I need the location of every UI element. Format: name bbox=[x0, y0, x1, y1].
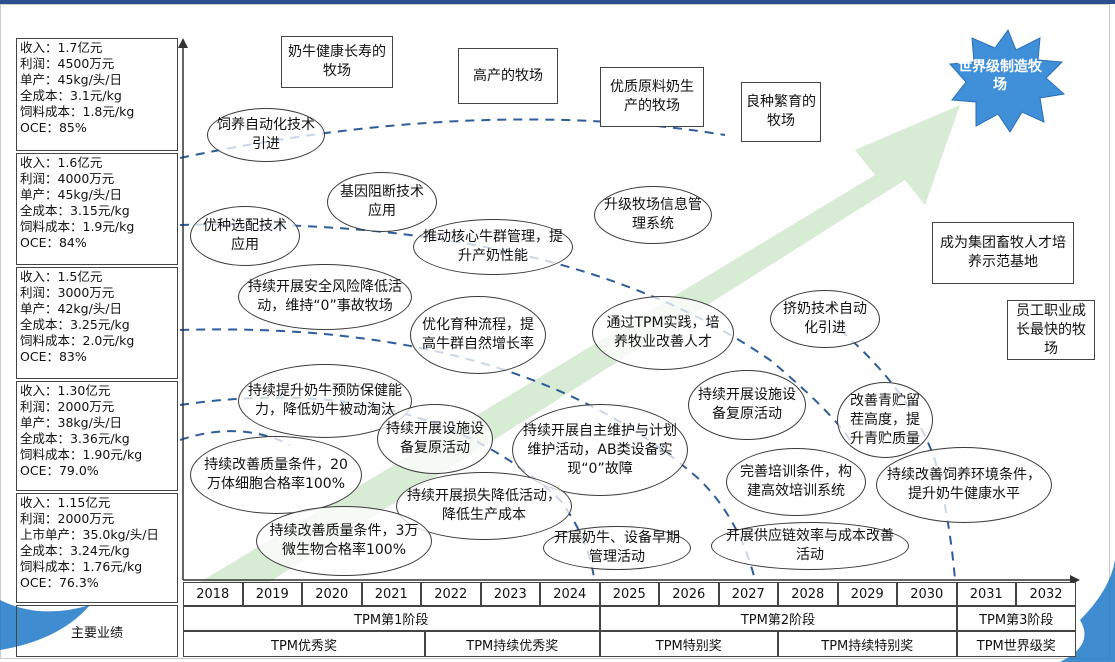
kpi-line: 单产：38kg/头/日 bbox=[20, 415, 123, 430]
year-cell: 2025 bbox=[599, 582, 659, 606]
kpi-line: 收入：1.15亿元 bbox=[20, 495, 111, 510]
initiative-facility-restore-1: 持续开展设施设备复原活动 bbox=[377, 404, 493, 474]
kpi-line: 全成本：3.25元/kg bbox=[20, 317, 130, 332]
kpi-line: 饲料成本：2.0元/kg bbox=[20, 333, 135, 348]
year-cell: 2028 bbox=[778, 582, 838, 606]
initiative-somatic-cell: 持续改善质量条件，20万体细胞合格率100% bbox=[190, 436, 362, 514]
timeline-stages-row: TPM第1阶段 TPM第2阶段 TPM第3阶段 bbox=[183, 606, 1076, 631]
kpi-line: 全成本：3.15元/kg bbox=[20, 203, 130, 218]
year-cell: 2027 bbox=[718, 582, 778, 606]
kpi-line: 单产：42kg/头/日 bbox=[20, 301, 123, 316]
initiative-feeding-automation: 饲养自动化技术引进 bbox=[207, 108, 325, 162]
kpi-line: 饲料成本：1.9元/kg bbox=[20, 219, 135, 234]
initiative-safety-risk: 持续开展安全风险降低活动，维持“0”事故牧场 bbox=[238, 264, 412, 330]
kpi-block-2: 收入：1.6亿元 利润：4000万元 单产：45kg/头/日 全成本：3.15元… bbox=[16, 153, 178, 265]
kpi-line: 收入：1.6亿元 bbox=[20, 155, 103, 170]
initiative-training-system: 完善培训条件，构建高效培训系统 bbox=[726, 448, 866, 516]
kpi-row-label: 主要业绩 bbox=[16, 605, 178, 657]
kpi-block-4: 收入：1.30亿元 利润：2000万元 单产：38kg/头/日 全成本：3.36… bbox=[16, 381, 178, 491]
kpi-line: 收入：1.7亿元 bbox=[20, 40, 103, 55]
goal-high-yield-farm: 高产的牧场 bbox=[458, 48, 558, 104]
initiative-silage-quality: 改善青贮留茬高度，提升青贮质量 bbox=[837, 382, 933, 458]
kpi-block-1: 收入：1.7亿元 利润：4500万元 单产：45kg/头/日 全成本：3.1元/… bbox=[16, 38, 178, 151]
kpi-line: 上市单产：35.0kg/头/日 bbox=[20, 527, 159, 542]
goal-talent-base: 成为集团畜牧人才培养示范基地 bbox=[932, 222, 1074, 284]
kpi-line: 单产：45kg/头/日 bbox=[20, 187, 123, 202]
goal-healthy-farm: 奶牛健康长寿的牧场 bbox=[281, 36, 393, 88]
kpi-line: 饲料成本：1.76元/kg bbox=[20, 559, 143, 574]
world-class-label: 世界级制造牧场 bbox=[958, 59, 1042, 93]
initiative-feeding-environment: 持续改善饲养环境条件，提升奶牛健康水平 bbox=[876, 447, 1052, 523]
initiative-autonomous-maintenance: 持续开展自主维护与计划维护活动，AB类设备实现“0”故障 bbox=[512, 404, 688, 496]
year-cell: 2022 bbox=[421, 582, 481, 606]
goal-breeding-farm: 良种繁育的牧场 bbox=[741, 82, 821, 142]
year-cell: 2032 bbox=[1016, 582, 1076, 606]
kpi-line: 全成本：3.36元/kg bbox=[20, 431, 130, 446]
goal-quality-milk-farm: 优质原料奶生产的牧场 bbox=[600, 67, 704, 127]
initiative-supply-chain: 开展供应链效率与成本改善活动 bbox=[711, 522, 909, 570]
kpi-line: OCE：85% bbox=[20, 120, 87, 135]
award-cell: TPM持续特别奖 bbox=[778, 631, 957, 657]
award-cell: TPM持续优秀奖 bbox=[425, 631, 600, 657]
year-cell: 2018 bbox=[183, 582, 243, 606]
growth-arrow bbox=[195, 105, 960, 610]
stage-cell: TPM第2阶段 bbox=[599, 606, 957, 631]
goal-career-growth: 员工职业成长最快的牧场 bbox=[1007, 300, 1095, 360]
kpi-block-3: 收入：1.5亿元 利润：3000万元 单产：42kg/头/日 全成本：3.25元… bbox=[16, 267, 178, 379]
year-cell: 2024 bbox=[540, 582, 600, 606]
initiative-gene-blocking: 基因阻断技术应用 bbox=[327, 172, 437, 232]
dashed-arc-3 bbox=[179, 328, 756, 581]
kpi-line: 利润：2000万元 bbox=[20, 511, 115, 526]
kpi-line: OCE：83% bbox=[20, 349, 87, 364]
initiative-core-herd: 推动核心牛群管理，提升产奶性能 bbox=[413, 219, 573, 275]
kpi-line: 饲料成本：1.90元/kg bbox=[20, 447, 143, 462]
year-cell: 2019 bbox=[242, 582, 302, 606]
initiative-milking-automation: 挤奶技术自动化引进 bbox=[770, 290, 880, 348]
kpi-line: 利润：3000万元 bbox=[20, 285, 115, 300]
kpi-line: 收入：1.30亿元 bbox=[20, 383, 111, 398]
wave-decoration-right bbox=[1060, 560, 1115, 662]
top-border-line bbox=[0, 0, 1115, 4]
year-cell: 2026 bbox=[659, 582, 719, 606]
award-cell: TPM世界级奖 bbox=[956, 631, 1076, 657]
kpi-line: OCE：79.0% bbox=[20, 463, 99, 478]
kpi-line: 利润：4500万元 bbox=[20, 56, 115, 71]
kpi-line: 收入：1.5亿元 bbox=[20, 269, 103, 284]
initiative-microbe-pass-rate: 持续改善质量条件，3万微生物合格率100% bbox=[256, 506, 432, 576]
world-class-star bbox=[948, 28, 1066, 133]
year-cell: 2023 bbox=[480, 582, 540, 606]
slide-frame bbox=[0, 4, 1110, 659]
kpi-line: 全成本：3.24元/kg bbox=[20, 543, 130, 558]
kpi-line: OCE：84% bbox=[20, 235, 87, 250]
y-axis-arrowhead bbox=[178, 38, 188, 48]
kpi-line: 单产：45kg/头/日 bbox=[20, 72, 123, 87]
year-cell: 2029 bbox=[837, 582, 897, 606]
timeline-awards-row: TPM优秀奖 TPM持续优秀奖 TPM特别奖 TPM持续特别奖 TPM世界级奖 bbox=[183, 631, 1076, 657]
year-cell: 2030 bbox=[897, 582, 957, 606]
kpi-block-5: 收入：1.15亿元 利润：2000万元 上市单产：35.0kg/头/日 全成本：… bbox=[16, 493, 178, 603]
initiative-breeding-process: 优化育种流程，提高牛群自然增长率 bbox=[410, 296, 546, 374]
award-cell: TPM优秀奖 bbox=[183, 631, 425, 657]
award-cell: TPM特别奖 bbox=[599, 631, 778, 657]
kpi-line: 饲料成本：1.8元/kg bbox=[20, 104, 135, 119]
initiative-tpm-talent: 通过TPM实践，培养牧业改善人才 bbox=[592, 296, 734, 370]
kpi-line: OCE：76.3% bbox=[20, 575, 99, 590]
kpi-line: 全成本：3.1元/kg bbox=[20, 88, 122, 103]
initiative-facility-restore-2: 持续开展设施设备复原活动 bbox=[688, 370, 806, 440]
kpi-line: 利润：2000万元 bbox=[20, 399, 115, 414]
initiative-info-system: 升级牧场信息管理系统 bbox=[594, 186, 712, 244]
stage-cell: TPM第3阶段 bbox=[956, 606, 1076, 631]
year-cell: 2021 bbox=[361, 582, 421, 606]
initiative-selective-breeding: 优种选配技术应用 bbox=[190, 206, 300, 266]
year-cell: 2031 bbox=[956, 582, 1016, 606]
kpi-line: 利润：4000万元 bbox=[20, 171, 115, 186]
timeline-years-row: 2018 2019 2020 2021 2022 2023 2024 2025 … bbox=[183, 582, 1076, 606]
year-cell: 2020 bbox=[302, 582, 362, 606]
initiative-early-management: 开展奶牛、设备早期管理活动 bbox=[543, 526, 691, 570]
wave-decoration-left bbox=[0, 600, 90, 650]
stage-cell: TPM第1阶段 bbox=[183, 606, 600, 631]
